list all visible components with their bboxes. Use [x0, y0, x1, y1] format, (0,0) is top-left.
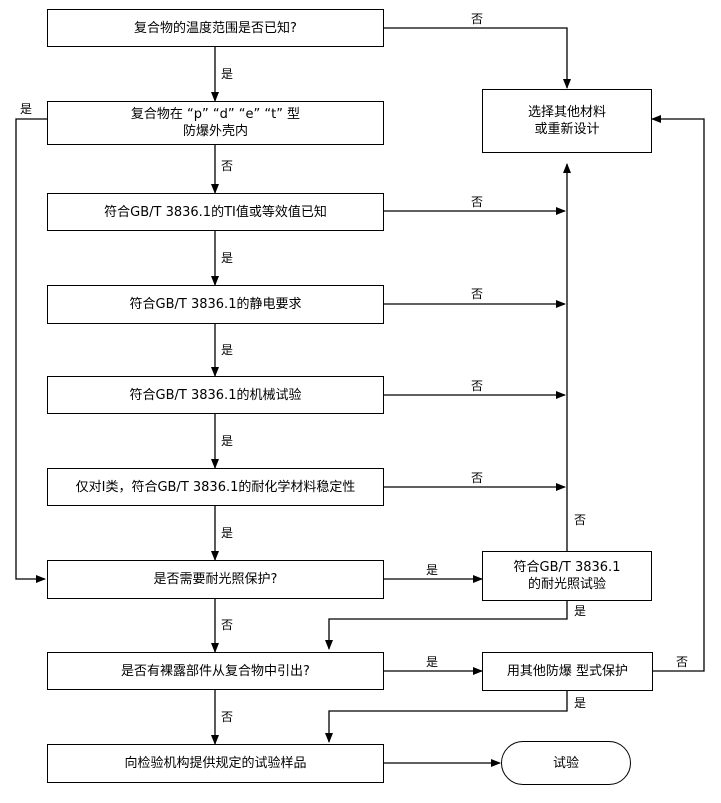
- node-label: 仅对Ⅰ类，符合GB/T 3836.1的耐化学材料稳定性: [75, 479, 356, 495]
- label-n2-no: 否: [221, 159, 234, 173]
- node-light-resistance-test: 符合GB/T 3836.1 的耐光照试验: [482, 551, 652, 601]
- label-n1-no: 否: [471, 12, 484, 26]
- node-test-terminal: 试验: [501, 741, 631, 785]
- label-n5-no: 否: [471, 379, 484, 393]
- label-n7-yes: 是: [426, 563, 439, 577]
- label-n3-yes: 是: [221, 251, 234, 265]
- node-label: 选择其他材料 或重新设计: [527, 105, 606, 137]
- edge-r3-r1: [651, 115, 705, 672]
- label-r2-yes: 是: [574, 604, 587, 618]
- label-n6-no: 否: [471, 471, 484, 485]
- node-label: 复合物在 “p” “d” “e” “t” 型 防爆外壳内: [130, 107, 301, 139]
- node-ti-value-known: 符合GB/T 3836.1的TI值或等效值已知: [47, 193, 384, 231]
- node-mechanical-test: 符合GB/T 3836.1的机械试验: [47, 376, 384, 414]
- label-r3-yes: 是: [574, 696, 587, 710]
- node-electrostatic-requirement: 符合GB/T 3836.1的静电要求: [47, 285, 384, 324]
- node-label: 符合GB/T 3836.1的TI值或等效值已知: [104, 204, 327, 220]
- node-label: 符合GB/T 3836.1的机械试验: [129, 387, 302, 403]
- label-n1-yes: 是: [221, 67, 234, 81]
- node-label: 用其他防爆 型式保护: [506, 664, 629, 679]
- edge-r2-n8: [325, 601, 568, 650]
- label-n4-yes: 是: [221, 343, 234, 357]
- node-exposed-parts: 是否有裸露部件从复合物中引出?: [47, 652, 384, 690]
- edge-r3-n9: [325, 691, 568, 743]
- label-n6-yes: 是: [221, 526, 234, 540]
- node-label: 试验: [552, 755, 579, 771]
- node-label: 复合物的温度范围是否已知?: [134, 20, 297, 36]
- edge-n1-r1: [384, 27, 571, 89]
- node-other-protection-type: 用其他防爆 型式保护: [482, 652, 653, 691]
- label-n8-yes: 是: [426, 655, 439, 669]
- node-in-enclosure-pdet: 复合物在 “p” “d” “e” “t” 型 防爆外壳内: [47, 101, 384, 145]
- node-select-other-material: 选择其他材料 或重新设计: [482, 89, 652, 153]
- label-n2-yes: 是: [20, 102, 33, 116]
- label-n7-no: 否: [221, 618, 234, 632]
- node-label: 符合GB/T 3836.1 的耐光照试验: [513, 560, 621, 592]
- label-n5-yes: 是: [221, 434, 234, 448]
- node-temperature-range-known: 复合物的温度范围是否已知?: [47, 9, 384, 47]
- node-label: 是否需要耐光照保护?: [153, 572, 278, 587]
- label-r3-no: 否: [676, 655, 689, 669]
- label-n3-no: 否: [471, 195, 484, 209]
- node-label: 向检验机构提供规定的试验样品: [124, 756, 307, 771]
- label-r2-no: 否: [574, 513, 587, 527]
- edge-n2-n7: [15, 118, 47, 583]
- label-n8-no: 否: [221, 710, 234, 724]
- node-label: 符合GB/T 3836.1的静电要求: [129, 297, 302, 312]
- node-chemical-stability: 仅对Ⅰ类，符合GB/T 3836.1的耐化学材料稳定性: [47, 468, 384, 506]
- node-light-protection-needed: 是否需要耐光照保护?: [47, 560, 384, 599]
- node-provide-samples: 向检验机构提供规定的试验样品: [47, 744, 384, 783]
- node-label: 是否有裸露部件从复合物中引出?: [121, 663, 310, 679]
- label-n4-no: 否: [471, 287, 484, 301]
